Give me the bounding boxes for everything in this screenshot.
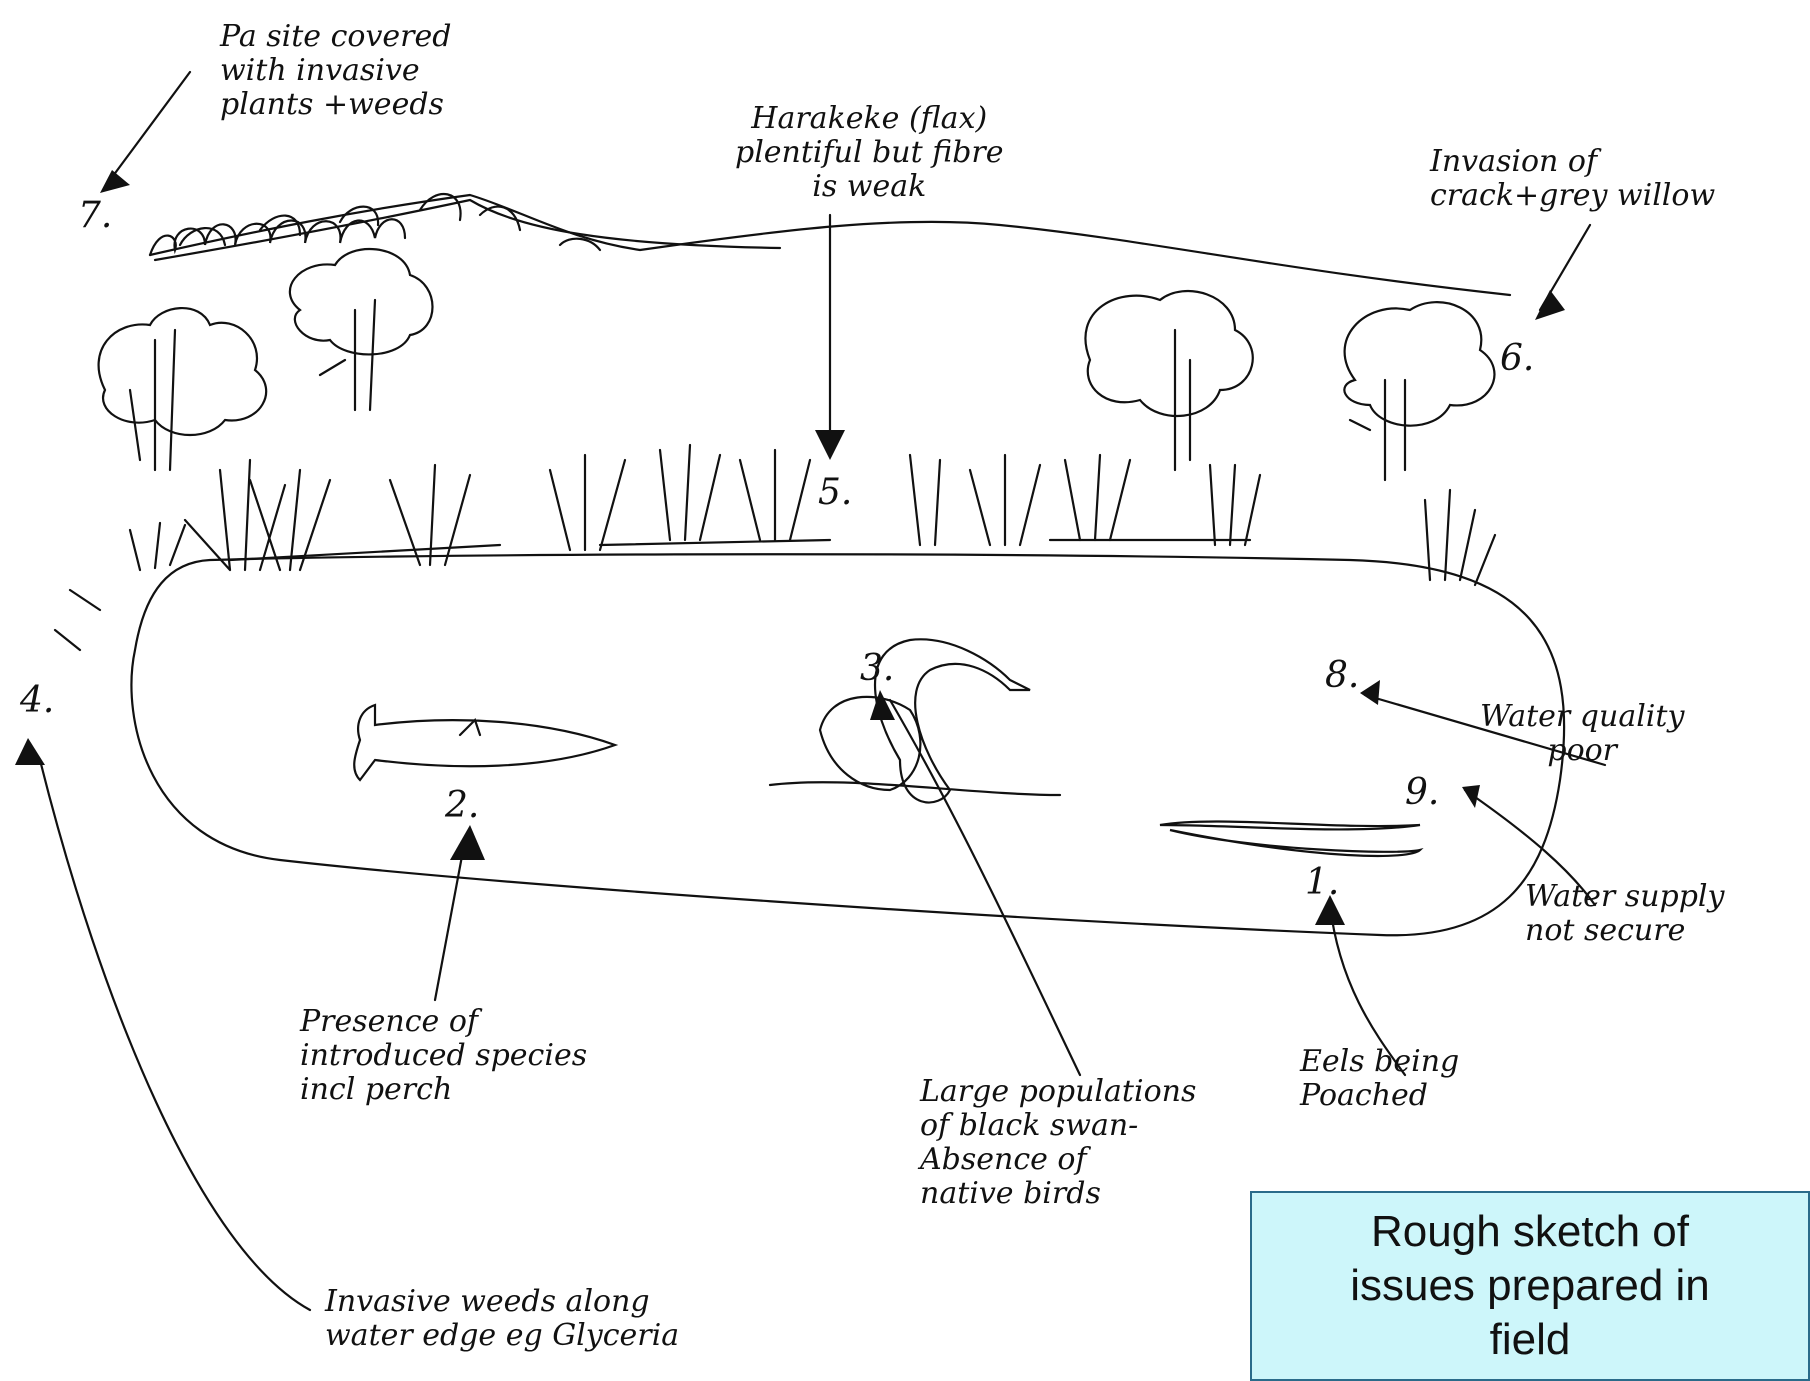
eel-drawing: [1160, 821, 1420, 856]
caption-box: Rough sketch of issues prepared in field: [1250, 1191, 1810, 1381]
marker-2: 2.: [445, 785, 479, 826]
water-supply-annotation: Water supply not secure: [1525, 880, 1724, 948]
perch-drawing: [354, 705, 615, 780]
marker-3: 3.: [860, 648, 894, 689]
marker-5: 5.: [818, 472, 852, 513]
marker-1: 1.: [1305, 862, 1339, 903]
marker-8: 8.: [1325, 655, 1359, 696]
pa-site-annotation: Pa site covered with invasive plants +we…: [220, 20, 451, 122]
caption-text: Rough sketch of issues prepared in field: [1340, 1205, 1720, 1367]
lake-outline: [131, 554, 1564, 935]
water-quality-annotation: Water quality poor: [1480, 700, 1684, 768]
invasive-weeds-annotation: Invasive weeds along water edge eg Glyce…: [325, 1285, 679, 1353]
trees-right: [1085, 291, 1494, 480]
harakeke-annotation: Harakeke (flax) plentiful but fibre is w…: [735, 102, 1004, 204]
swan-drawing: [770, 639, 1060, 802]
marker-7: 7.: [78, 195, 112, 236]
trees-left: [99, 249, 433, 470]
marker-4: 4.: [20, 680, 54, 721]
marker-6: 6.: [1500, 338, 1534, 379]
reeds: [55, 445, 1495, 650]
willow-annotation: Invasion of crack+grey willow: [1430, 145, 1715, 213]
marker-9: 9.: [1405, 772, 1439, 813]
hill-line-2: [155, 200, 780, 260]
eels-annotation: Eels being Poached: [1300, 1045, 1459, 1113]
arrowheads: [15, 170, 1565, 925]
black-swan-annotation: Large populations of black swan- Absence…: [920, 1075, 1196, 1211]
introduced-species-annotation: Presence of introduced species incl perc…: [300, 1005, 587, 1107]
